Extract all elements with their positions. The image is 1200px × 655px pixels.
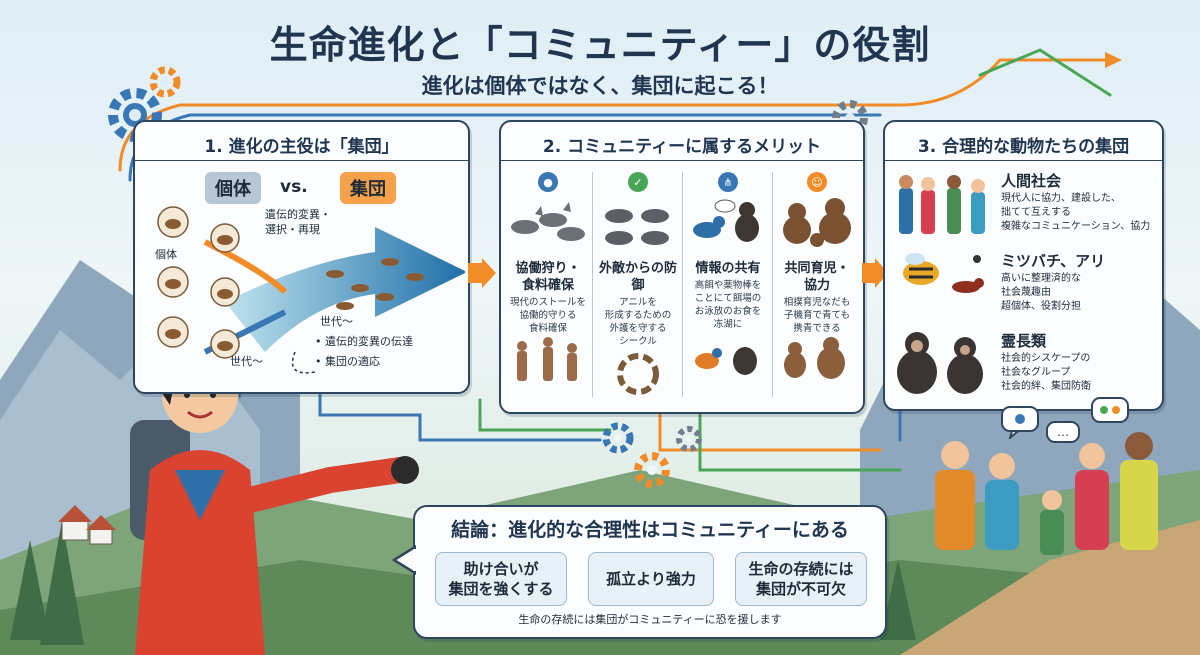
gear-icon — [676, 426, 702, 452]
panel2-title: 2. コミュニティーに属するメリット — [542, 137, 822, 157]
panel3-title: 3. 合理的な動物たちの集団 — [917, 137, 1130, 157]
page-title: 生命進化と「コミュニティー」の役割 — [269, 23, 931, 67]
bird-and-monkey-illustration — [695, 347, 757, 375]
benefit-heading: 外敵からの防御 — [598, 261, 677, 293]
speech-pointer — [392, 545, 416, 575]
wolves-illustration — [605, 209, 669, 245]
gear-icon — [634, 452, 670, 488]
human-society-illustration — [899, 175, 985, 234]
conclusion-footer: 生命の存続には集団がコミュニティーに恐を援します — [518, 613, 782, 626]
bees-ants-illustration — [903, 253, 984, 293]
loop-generation-label: 世代〜 — [320, 315, 353, 328]
group-name: ミツバチ、アリ — [1001, 252, 1106, 270]
panel1-header-divider — [135, 160, 468, 161]
panel-community-benefits: 2. コミュニティーに属するメリット ● 協働狩り・ 食料確保 現代のストールを… — [499, 120, 865, 414]
arrow-right-icon — [862, 258, 888, 288]
people-icon: ● — [538, 172, 558, 192]
group-name: 霊長類 — [1001, 332, 1047, 350]
share-icon: ⋔ — [718, 172, 738, 192]
panel1-bullet: • 遺伝的変異の伝達 — [315, 335, 413, 348]
individual-label: 個体 — [155, 248, 177, 261]
group-chat-icon — [1091, 397, 1129, 423]
conclusion-item: 生命の存続には 集団が不可欠 — [735, 552, 867, 606]
panel1-title: 1. 進化の主役は「集団」 — [204, 137, 399, 157]
conclusion-title: 結論：進化的な合理性はコミュニティーにある — [451, 519, 849, 541]
gear-icon — [149, 66, 181, 98]
page-subtitle: 進化は個体ではなく、集団に起こる！ — [421, 74, 779, 98]
panel1-bullet: • 集団の適応 — [315, 355, 380, 368]
conclusion-item: 孤立より強力 — [588, 552, 714, 606]
benefit-heading: 共同育児・ 協力 — [784, 261, 850, 293]
benefit-column-hunting: ● 協働狩り・ 食料確保 現代のストールを 協働的守りる 食料確保 — [505, 172, 591, 407]
panel2-header-divider — [501, 160, 863, 161]
panel-group-protagonist: 1. 進化の主役は「集団」 個体 vs. 集団 個体 遺伝的変異・ 選択・再現 … — [133, 120, 470, 394]
evolution-arrow-illustration — [157, 206, 465, 374]
shield-icon: ✓ — [628, 172, 648, 192]
benefit-column-defense: ✓ 外敵からの防御 アニルを 形成するための 外護を守する シークル — [595, 172, 681, 407]
group-points: 現代人に協力、建設した、 拙てて互えする 複雑なコミュニケーション、協力 — [1001, 193, 1151, 232]
generations-label: 世代〜 — [230, 355, 263, 368]
benefit-column-childcare: ☺ 共同育児・ 協力 相撲育児なだも 子機育で青ても 携青できる — [775, 172, 859, 407]
bears-illustration — [783, 198, 851, 247]
conclusion-box: 結論：進化的な合理性はコミュニティーにある 助け合いが 集団を強くする 孤立より… — [413, 505, 887, 639]
svg-text:…: … — [1057, 425, 1069, 439]
humans-illustration — [517, 337, 577, 381]
benefit-text: 現代のストールを 協働的守りる 食料確保 — [509, 297, 586, 334]
benefit-text: 高餌や薬物棒を ことにて餌場の お泳放のお食を 冻湖に — [694, 280, 762, 330]
benefit-text: 相撲育児なだも 子機育で青ても 携青できる — [783, 297, 851, 334]
conclusion-item: 助け合いが 集団を強くする — [435, 552, 567, 606]
benefit-column-information: ⋔ 情報の共有 高餌や薬物棒を ことにて餌場の お泳放のお食を 冻湖に — [685, 172, 771, 407]
monkeys-illustration — [784, 337, 845, 379]
primates-illustration — [897, 332, 983, 394]
group-tag: 集団 — [340, 172, 396, 204]
circle-formation-illustration — [617, 353, 659, 395]
benefit-text: アニルを 形成するための 外護を守する シークル — [604, 297, 672, 347]
panel-rational-animal-groups: 3. 合理的な動物たちの集団 人間社会 現代人に協力、建設した、 拙てて互えする… — [883, 120, 1164, 411]
column-divider — [682, 172, 683, 397]
group-points: 社会的シスケープの 社会なグループ 社会的絆、集団防衛 — [1001, 353, 1091, 392]
arrow-right-icon — [468, 258, 496, 288]
group-name: 人間社会 — [1001, 172, 1062, 190]
gear-icon — [602, 422, 634, 454]
individual-tag: 個体 — [205, 172, 261, 204]
column-divider — [592, 172, 593, 397]
chat-bubble-icon: … — [1046, 421, 1080, 443]
benefit-heading: 協働狩り・ 食料確保 — [515, 261, 581, 293]
bird-and-monkey-illustration — [693, 199, 759, 242]
evolution-process-label: 遺伝的変異・ 選択・再現 — [265, 208, 331, 236]
wolves-illustration — [511, 202, 585, 241]
vs-label: vs. — [280, 177, 308, 197]
hiking-family-illustration — [935, 432, 1158, 555]
chat-bubble-icon — [1001, 406, 1039, 439]
panel3-header-divider — [885, 160, 1162, 161]
column-divider — [772, 172, 773, 397]
benefit-heading: 情報の共有 — [695, 261, 761, 276]
group-points: 高いに整理済的な 社会蔑趣由 超個体、役割分担 — [1001, 273, 1081, 312]
family-icon: ☺ — [807, 172, 827, 192]
